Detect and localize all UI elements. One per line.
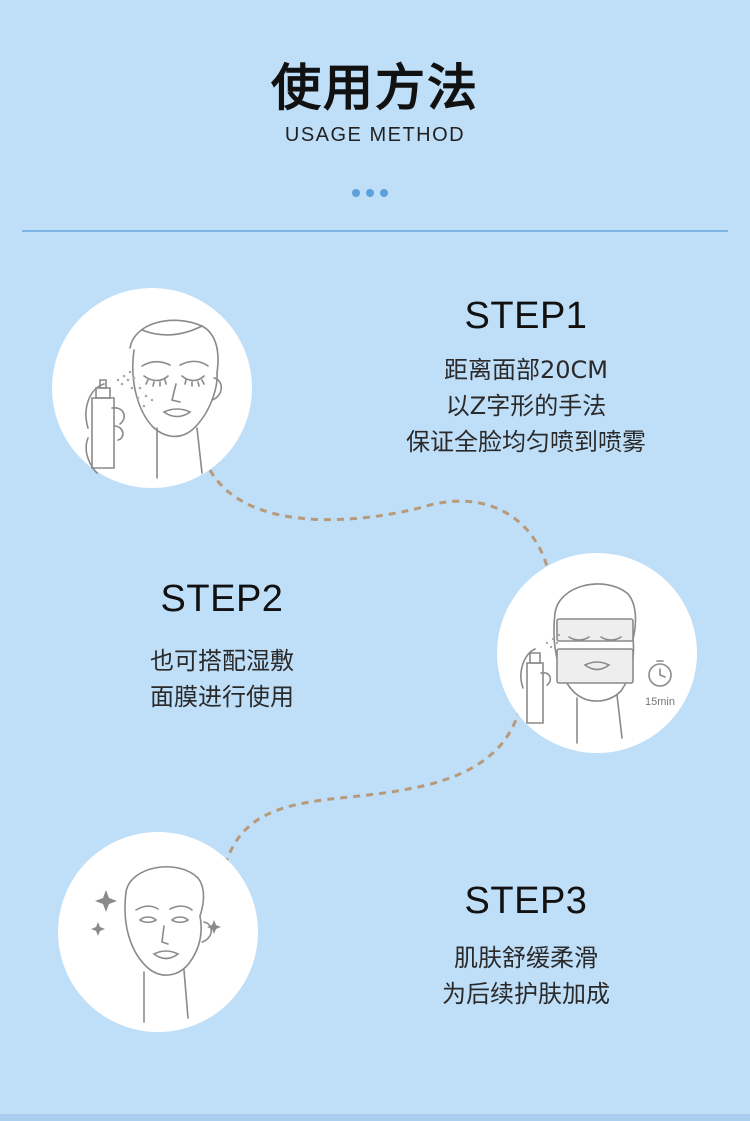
step2-illustration: 15min [497, 553, 697, 753]
step2-title: STEP2 [160, 578, 284, 620]
timer-label: 15min [645, 696, 675, 708]
step3-line-1: 肌肤舒缓柔滑 [454, 944, 598, 972]
step1-illustration [52, 288, 252, 488]
step1-title: STEP1 [464, 295, 588, 337]
face-spray-icon [85, 319, 223, 479]
step2-line-2: 面膜进行使用 [150, 683, 294, 711]
glowing-face-icon [91, 866, 221, 1023]
step1-line-1: 距离面部20CM [443, 356, 608, 384]
face-mask-icon: 15min [520, 583, 675, 744]
step1-line-2: 以Z字形的手法 [445, 392, 607, 420]
page-title: 使用方法 [271, 59, 479, 117]
step3-title: STEP3 [464, 880, 588, 922]
step3-line-2: 为后续护肤加成 [442, 980, 610, 1008]
page-subtitle: USAGE METHOD [284, 124, 466, 146]
step1-line-3: 保证全脸均匀喷到喷雾 [406, 428, 646, 456]
header-divider [22, 230, 728, 232]
step3-illustration [58, 832, 258, 1032]
step2-line-1: 也可搭配湿敷 [150, 647, 294, 675]
bottom-edge [0, 1114, 750, 1121]
decorative-dots [349, 182, 391, 201]
